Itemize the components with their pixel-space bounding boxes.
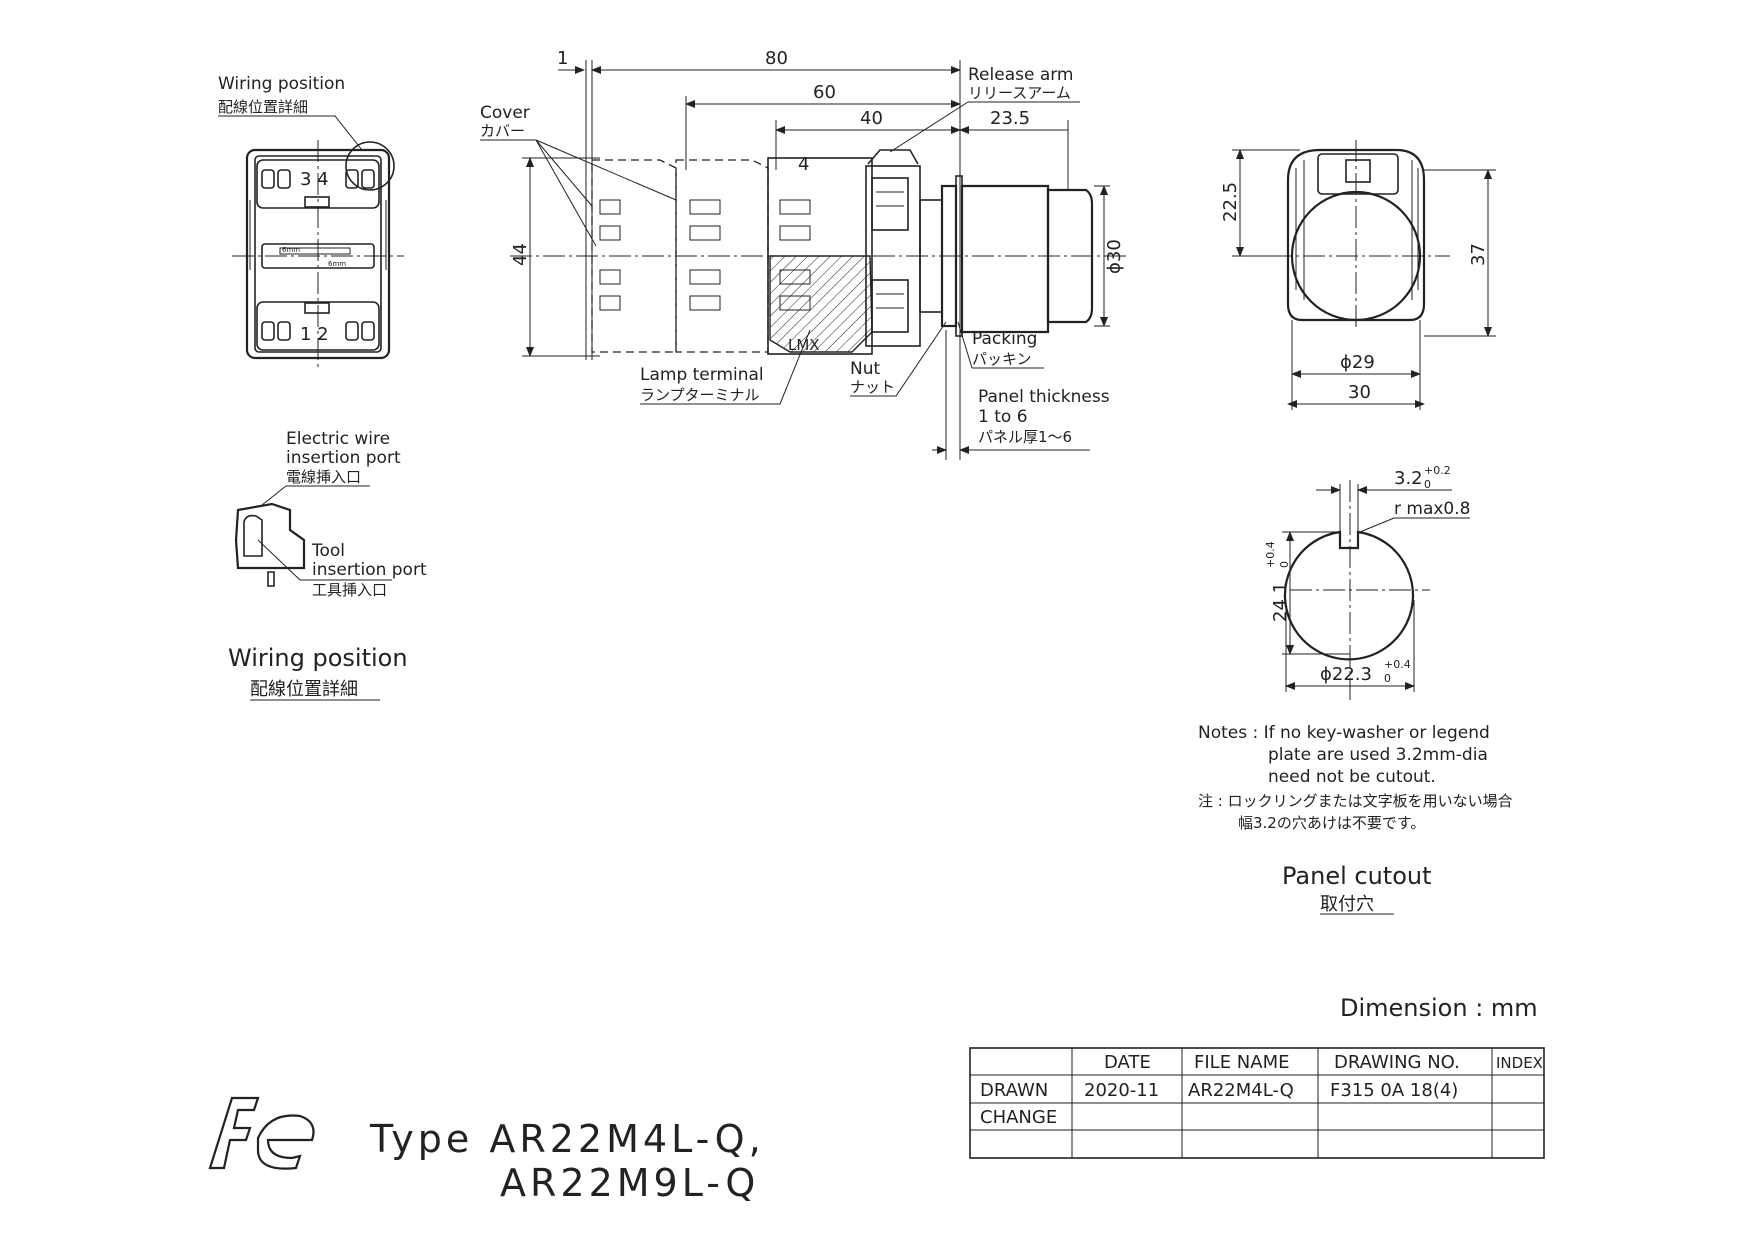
dim-phi22-3-tol-lower: 0 — [1384, 672, 1391, 685]
note-line-2: plate are used 3.2mm-dia — [1268, 745, 1488, 765]
note-line-4: 注 : ロックリングまたは文字板を用いない場合 — [1198, 792, 1513, 810]
dim-phi22-3: ϕ22.3 — [1320, 664, 1372, 685]
terminal-12: 1 2 — [300, 324, 329, 345]
wire-detail: Electric wire insertion port 電線挿入口 Tool … — [228, 429, 427, 701]
tb-header-file-name: FILE NAME — [1194, 1052, 1289, 1073]
dim-24-1-tol-upper: +0.4 — [1264, 541, 1277, 568]
cover-label-jp: カバー — [480, 122, 525, 140]
side-view: 1 80 60 40 23.5 44 4 — [480, 48, 1130, 460]
note-line-1: Notes : If no key-washer or legend — [1198, 723, 1490, 743]
dim-phi30: ϕ30 — [1104, 239, 1125, 274]
tb-row-drawn-file: AR22M4L-Q — [1188, 1080, 1294, 1101]
release-arm-label-en: Release arm — [968, 65, 1074, 85]
tb-header-index: INDEX — [1496, 1054, 1543, 1072]
dim-3-2-tol-upper: +0.2 — [1424, 464, 1451, 477]
tb-header-date: DATE — [1104, 1052, 1151, 1073]
dim-30: 30 — [1348, 382, 1371, 403]
rear-view: Wiring position 配線位置詳細 3 4 6mm 6mm 1 2 — [218, 74, 404, 370]
cover-label-en: Cover — [480, 103, 530, 123]
wire-port-body — [234, 502, 306, 570]
front-view: 22.5 37 ϕ29 30 — [1220, 140, 1496, 410]
tb-row-change-label: CHANGE — [980, 1107, 1057, 1128]
dim-80: 80 — [765, 48, 788, 69]
dim-44: 44 — [510, 243, 531, 266]
title-block: DATE FILE NAME DRAWING NO. INDEX DRAWN 2… — [969, 1047, 1545, 1159]
dim-24-1-tol-lower: 0 — [1278, 561, 1291, 568]
wire-port-hole — [243, 514, 263, 557]
packing-label-jp: パッキン — [972, 350, 1032, 368]
lamp-terminal-section — [769, 255, 873, 353]
dim-37: 37 — [1468, 243, 1489, 266]
logo-text: Fe — [0, 0, 2, 1]
type-line-2: AR22M9L-Q — [500, 1161, 759, 1205]
dim-23-5: 23.5 — [990, 108, 1030, 129]
cover-1 — [591, 159, 677, 353]
panel-cutout: 3.2 +0.2 0 r max0.8 24.1 +0.4 0 ϕ22.3 +0… — [1264, 464, 1470, 700]
terminal-34: 3 4 — [300, 169, 329, 190]
dim-phi29: ϕ29 — [1340, 352, 1375, 373]
front-bezel — [1286, 148, 1426, 322]
note-line-5: 幅3.2の穴あけは不要です。 — [1238, 814, 1425, 832]
slot-label-bottom: 6mm — [328, 260, 346, 268]
nut-label-en: Nut — [850, 359, 880, 379]
note-line-3: need not be cutout. — [1268, 767, 1436, 787]
dim-phi22-3-tol-upper: +0.4 — [1384, 658, 1411, 671]
slot-label-top: 6mm — [282, 246, 300, 254]
cutout-outline — [1283, 530, 1415, 661]
terminal-mark-4: 4 — [798, 154, 809, 175]
dim-1: 1 — [557, 48, 568, 69]
dim-24-1: 24.1 — [1270, 582, 1291, 622]
notes: Notes : If no key-washer or legend plate… — [1198, 723, 1513, 832]
dim-3-2-tol-lower: 0 — [1424, 478, 1431, 491]
tb-header-drawing-no: DRAWING NO. — [1334, 1052, 1460, 1073]
tool-jp: 工具挿入口 — [312, 581, 387, 599]
bezel — [960, 184, 1050, 334]
electric-wire-jp: 電線挿入口 — [286, 468, 361, 486]
wiring-caption-en: Wiring position — [228, 644, 408, 672]
packing-label-en: Packing — [972, 329, 1037, 349]
type-line-1: Type AR22M4L-Q, — [369, 1117, 765, 1161]
tool-en-2: insertion port — [312, 560, 427, 580]
dim-22-5: 22.5 — [1220, 182, 1241, 222]
dimension-unit: Dimension : mm — [1340, 994, 1538, 1022]
rear-wiring-label-jp: 配線位置詳細 — [218, 98, 308, 116]
wiring-caption-jp: 配線位置詳細 — [250, 679, 358, 700]
button-cap — [1046, 188, 1094, 324]
fe-logo: Fe — [0, 0, 315, 1170]
panel-thickness-en-2: 1 to 6 — [978, 407, 1028, 427]
panel-thickness-jp: パネル厚1～6 — [978, 428, 1072, 446]
lamp-terminal-label-jp: ランプターミナル — [640, 386, 760, 404]
lamp-terminal-label-en: Lamp terminal — [640, 365, 764, 385]
tool-en-1: Tool — [311, 541, 345, 561]
tb-row-drawn-drawing-no: F315 0A 18(4) — [1330, 1080, 1458, 1101]
r-max-label: r max0.8 — [1394, 499, 1470, 519]
dim-40: 40 — [860, 108, 883, 129]
dim-60: 60 — [813, 82, 836, 103]
tb-row-drawn-date: 2020-11 — [1084, 1080, 1159, 1101]
panel-thickness-en-1: Panel thickness — [978, 387, 1110, 407]
electric-wire-en-1: Electric wire — [286, 429, 390, 449]
detail-circle — [345, 141, 395, 191]
cutout-caption-en: Panel cutout — [1282, 862, 1432, 890]
cutout-caption-jp: 取付穴 — [1320, 894, 1374, 915]
rear-wiring-label-en: Wiring position — [218, 74, 345, 94]
electric-wire-en-2: insertion port — [286, 448, 401, 468]
tb-row-drawn-label: DRAWN — [980, 1080, 1048, 1101]
release-arm-label-jp: リリースアーム — [968, 84, 1071, 102]
nut-label-jp: ナット — [850, 378, 895, 396]
dim-3-2: 3.2 — [1394, 468, 1423, 489]
